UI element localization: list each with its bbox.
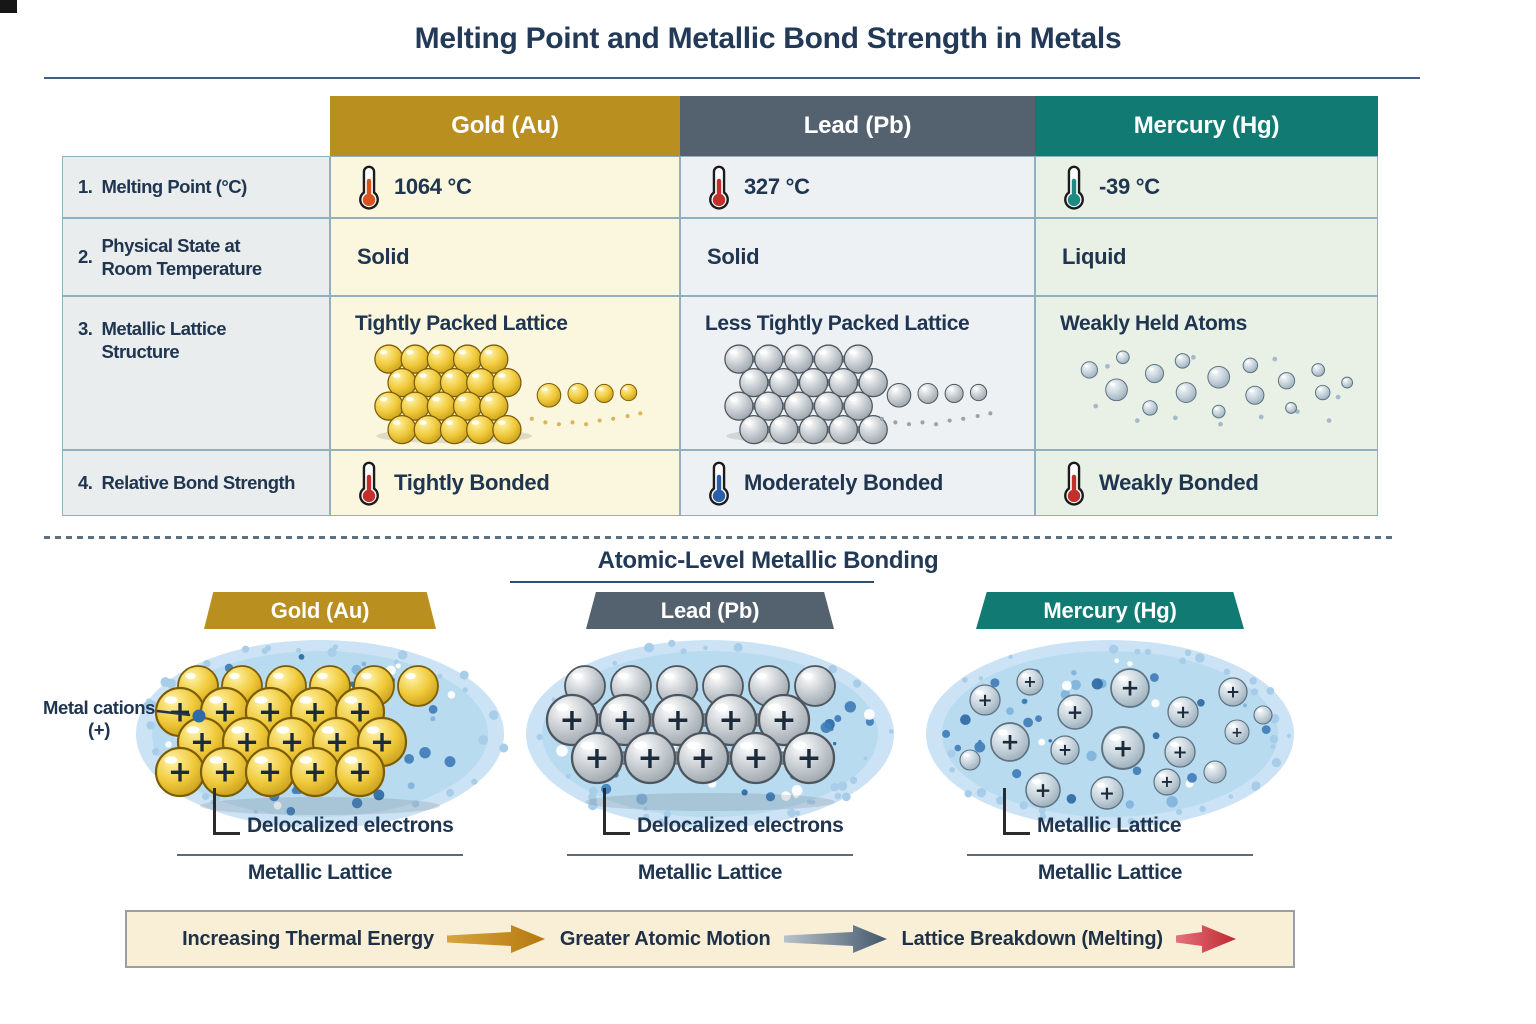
cell-melting-mercury: -39 °C [1035, 156, 1378, 218]
cell-state-gold: Solid [330, 218, 680, 296]
column-header-mercury: Mercury (Hg) [1035, 96, 1378, 156]
section-title-underline [510, 581, 874, 583]
lead-bonding-illustration: ++++++++++ [515, 630, 905, 842]
thermometer-icon [357, 164, 381, 210]
cell-bond-gold: Tightly Bonded [330, 450, 680, 516]
row-label-melting-point: 1. Melting Point (°C) [62, 156, 330, 218]
svg-text:+: + [612, 703, 637, 738]
callout-label: Metallic Lattice [1037, 814, 1182, 837]
svg-text:+: + [718, 703, 743, 738]
panel-caption: Metallic Lattice [1037, 861, 1183, 884]
image-corner-artifact [0, 0, 17, 13]
row-label-lattice-structure: 3. Metallic Lattice Structure [62, 296, 330, 450]
gold-arrow-icon [446, 922, 547, 956]
svg-text:+: + [977, 690, 992, 711]
bonding-panel-mercury: Mercury (Hg) + + + + + + + + + + + + + + Metallic Lat… [915, 592, 1305, 892]
panel-caption: Metallic Lattice [637, 861, 783, 884]
gold-lattice-illustration [355, 341, 667, 445]
bonding-panel-gold: Gold (Au) +++++++++++++++ Delocalized el… [125, 592, 515, 892]
row-label-bond-strength: 4. Relative Bond Strength [62, 450, 330, 516]
cell-lattice-mercury: Weakly Held Atoms [1035, 296, 1378, 450]
svg-text:+: + [1023, 672, 1036, 691]
thermometer-icon [707, 164, 731, 210]
svg-text:+: + [1226, 683, 1240, 703]
svg-text:+: + [1000, 730, 1019, 756]
dashed-separator [44, 536, 1392, 539]
panel-label-gold: Gold (Au) [204, 592, 436, 629]
caption-divider [967, 854, 1253, 856]
red-arrow-icon [1175, 922, 1238, 956]
flow-banner: Increasing Thermal Energy Greater Atomic… [125, 910, 1295, 968]
lead-lattice-illustration [705, 341, 1017, 445]
thermometer-icon [357, 460, 381, 506]
svg-text:+: + [1113, 733, 1134, 762]
svg-text:+: + [1120, 676, 1139, 702]
svg-text:+: + [1099, 782, 1115, 804]
metal-cations-label: Metal cations (+) [43, 697, 155, 741]
callout-connector [213, 788, 240, 835]
svg-text:+: + [559, 703, 584, 738]
thermometer-icon [1062, 460, 1086, 506]
banner-step-1: Increasing Thermal Energy [182, 927, 434, 950]
caption-divider [177, 854, 463, 856]
svg-text:+: + [665, 703, 690, 738]
cell-melting-gold: 1064 °C [330, 156, 680, 218]
svg-text:+: + [1058, 741, 1072, 761]
callout-connector [1003, 788, 1030, 835]
panel-label-mercury: Mercury (Hg) [976, 592, 1244, 629]
column-header-gold: Gold (Au) [330, 96, 680, 156]
cell-lattice-lead: Less Tightly Packed Lattice [680, 296, 1035, 450]
svg-text:+: + [584, 741, 609, 776]
svg-text:+: + [213, 755, 237, 789]
title-divider [44, 77, 1420, 79]
svg-text:+: + [1231, 725, 1243, 741]
banner-step-3: Lattice Breakdown (Melting) [901, 927, 1163, 950]
caption-divider [567, 854, 853, 856]
svg-text:+: + [796, 741, 821, 776]
cell-bond-lead: Moderately Bonded [680, 450, 1035, 516]
svg-text:+: + [303, 755, 327, 789]
row-label-physical-state: 2. Physical State at Room Temperature [62, 218, 330, 296]
svg-text:+: + [348, 755, 372, 789]
svg-text:+: + [771, 703, 796, 738]
svg-text:+: + [690, 741, 715, 776]
slate-arrow-icon [783, 922, 889, 956]
cation-pointer-line [156, 700, 210, 732]
table-corner-cell [62, 96, 330, 156]
comparison-table: Gold (Au) Lead (Pb) Mercury (Hg) 1. Melt… [62, 96, 1378, 516]
gold-bonding-illustration: +++++++++++++++ [125, 630, 515, 842]
cell-bond-mercury: Weakly Bonded [1035, 450, 1378, 516]
panel-label-lead: Lead (Pb) [586, 592, 834, 629]
cell-state-lead: Solid [680, 218, 1035, 296]
svg-text:+: + [637, 741, 662, 776]
callout-connector [603, 788, 630, 835]
page-title: Melting Point and Metallic Bond Strength… [414, 22, 1122, 55]
column-header-lead: Lead (Pb) [680, 96, 1035, 156]
svg-text:+: + [1035, 778, 1052, 802]
thermometer-icon [1062, 164, 1086, 210]
cell-lattice-gold: Tightly Packed Lattice [330, 296, 680, 450]
svg-text:+: + [1067, 700, 1084, 724]
bonding-panel-lead: Lead (Pb) ++++++++++ Delocalized electro… [515, 592, 905, 892]
callout-label: Delocalized electrons [637, 814, 844, 837]
panel-caption: Metallic Lattice [247, 861, 393, 884]
svg-text:+: + [1175, 702, 1190, 723]
svg-text:+: + [258, 755, 282, 789]
svg-text:+: + [168, 755, 192, 789]
svg-text:+: + [1172, 742, 1187, 763]
cell-melting-lead: 327 °C [680, 156, 1035, 218]
svg-text:+: + [743, 741, 768, 776]
cell-state-mercury: Liquid [1035, 218, 1378, 296]
section-title: Atomic-Level Metallic Bonding [597, 547, 939, 574]
svg-text:+: + [1160, 772, 1173, 791]
mercury-bonding-illustration: + + + + + + + + + + + + + + [915, 630, 1305, 842]
callout-label: Delocalized electrons [247, 814, 454, 837]
thermometer-icon [707, 460, 731, 506]
mercury-atoms-illustration [1060, 341, 1372, 445]
banner-step-2: Greater Atomic Motion [559, 927, 771, 950]
